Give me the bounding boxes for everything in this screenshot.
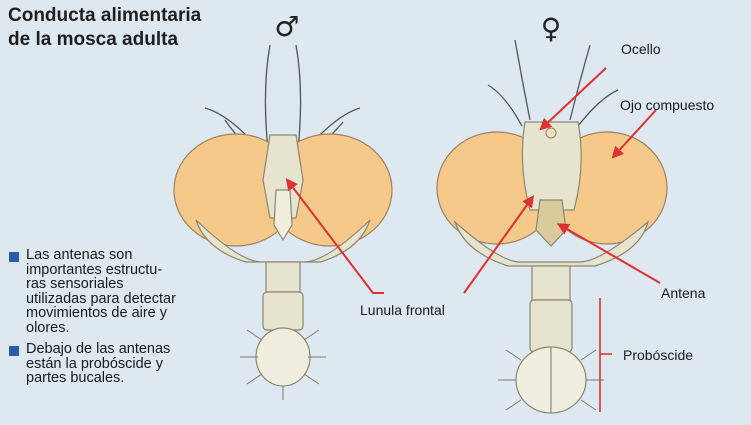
- note-line: están la probóscide y: [26, 357, 238, 372]
- label-lunula-frontal: Lunula frontal: [360, 302, 445, 318]
- note-line: utilizadas para detectar: [26, 292, 238, 307]
- note-line: Las antenas son: [26, 248, 238, 263]
- note-line: movimientos de aire y: [26, 306, 238, 321]
- bullet-icon: [9, 252, 19, 262]
- label-ocelo: Ocello: [621, 41, 661, 57]
- note-line: ras sensoriales: [26, 277, 238, 292]
- label-antena: Antena: [661, 285, 705, 301]
- label-proboscide: Probóscide: [623, 347, 693, 363]
- ocelo-arrow: [542, 68, 606, 128]
- label-ojo-compuesto: Ojo compuesto: [620, 97, 714, 113]
- note-line: importantes estructu-: [26, 263, 238, 278]
- male-symbol-icon: ♂: [274, 10, 299, 43]
- notes-list: Las antenas son importantes estructu- ra…: [8, 248, 238, 393]
- bullet-icon: [9, 346, 19, 356]
- note-item: Debajo de las antenas están la probóscid…: [8, 342, 238, 386]
- note-line: Debajo de las antenas: [26, 342, 238, 357]
- note-line: partes bucales.: [26, 371, 238, 386]
- note-line: olores.: [26, 321, 238, 336]
- female-symbol-icon: ♀: [541, 12, 562, 45]
- proboscide-bracket: [600, 298, 612, 412]
- note-item: Las antenas son importantes estructu- ra…: [8, 248, 238, 335]
